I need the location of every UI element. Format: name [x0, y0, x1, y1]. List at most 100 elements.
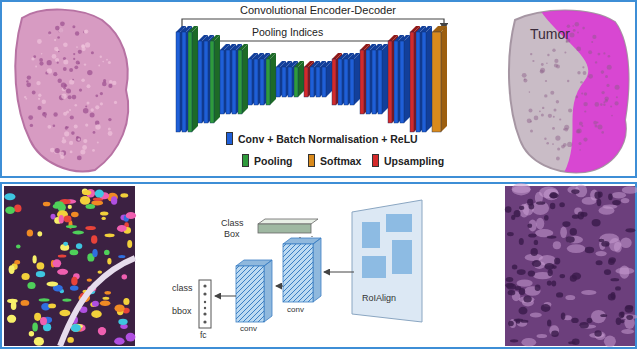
cell-nucleus: [536, 201, 545, 205]
layer-slab: [404, 35, 410, 123]
tissue-speck: [38, 98, 40, 100]
legend-entry: Softmax: [308, 154, 361, 167]
tissue-speck: [611, 115, 613, 117]
nucleus-mask: [53, 204, 60, 209]
cell-nucleus: [608, 259, 615, 265]
tissue-speck: [616, 96, 618, 98]
nuclei-masks: [4, 189, 136, 346]
tissue-speck: [74, 125, 78, 129]
nucleus-mask: [29, 331, 34, 336]
layer-slab: [420, 26, 426, 132]
tissue-speck: [583, 138, 587, 142]
cell-nucleus: [596, 260, 603, 265]
layer-slab: [414, 26, 420, 132]
tissue-speck: [85, 124, 88, 127]
tissue-speck: [63, 60, 68, 65]
tissue-speck: [78, 50, 82, 54]
stroma-patch: [537, 334, 548, 338]
tissue-speck: [554, 59, 558, 63]
nucleus-mask: [27, 282, 35, 289]
layer-slab: [422, 32, 426, 132]
tissue-speck: [523, 79, 527, 83]
flow-arrow: [215, 296, 236, 297]
tissue-speck: [82, 145, 87, 150]
tissue-speck: [103, 79, 106, 82]
tissue-speck: [102, 82, 107, 87]
cell-nucleus: [562, 221, 570, 227]
layer-slab: [186, 26, 192, 132]
cell-nucleus: [550, 203, 556, 209]
layer-slab: [288, 67, 292, 97]
tissue-speck: [75, 104, 78, 107]
tissue-speck: [108, 118, 111, 121]
tissue-speck: [582, 27, 585, 30]
stroma-patch: [565, 295, 575, 300]
layer-slab: [176, 32, 180, 132]
tissue-speck: [37, 106, 41, 110]
stroma-patch: [512, 183, 531, 195]
tissue-speck: [79, 89, 82, 92]
cell-nucleus: [608, 193, 613, 200]
tissue-speck: [63, 42, 68, 47]
layer-slab: [236, 44, 242, 114]
roi-cell: [362, 222, 380, 248]
nucleus-mask: [71, 324, 81, 332]
cell-nucleus: [604, 269, 611, 275]
cell-nucleus: [506, 277, 514, 282]
fc-dots: [203, 284, 206, 323]
tissue-speck: [601, 70, 605, 74]
tissue-speck: [610, 106, 612, 108]
cell-nucleus: [510, 339, 518, 342]
layer-slab: [410, 32, 414, 132]
nucleus-mask: [118, 319, 127, 325]
cell-nucleus: [519, 206, 524, 210]
tissue-speck: [600, 103, 603, 106]
tissue-speck: [577, 32, 579, 34]
cell-nucleus: [516, 319, 521, 323]
stroma-patch: [519, 296, 535, 303]
cell-nucleus: [612, 200, 621, 205]
tissue-speck: [78, 138, 81, 141]
layer-slab: [432, 32, 441, 132]
tissue-speck: [556, 100, 559, 103]
head-box: [258, 219, 318, 224]
tissue-speck: [35, 65, 37, 67]
tissue-speck: [62, 139, 67, 144]
nucleus-mask: [126, 212, 136, 219]
layer-slab: [232, 50, 236, 114]
tissue-speck: [32, 91, 36, 95]
cell-nucleus: [611, 292, 616, 299]
tissue-speck: [570, 33, 575, 38]
nucleus-mask: [32, 323, 38, 332]
legend-swatch: [226, 132, 233, 145]
cell-nucleus: [570, 275, 577, 282]
tissue-speck: [84, 63, 86, 65]
layer-slab: [260, 59, 264, 105]
tissue-speck: [45, 116, 47, 118]
layer-slab: [426, 26, 432, 132]
nucleus-mask: [92, 301, 99, 307]
tissue-speck: [593, 121, 597, 125]
layer-slab: [388, 41, 392, 123]
tissue-speck: [62, 137, 64, 139]
stroma-patch: [621, 198, 629, 203]
tissue-speck: [542, 107, 544, 109]
tissue-speck: [41, 53, 43, 55]
fc-layer: [199, 280, 211, 328]
tissue-speck: [43, 112, 45, 114]
tissue-speck: [73, 58, 75, 60]
layer-slab: [294, 67, 298, 97]
legend-entry: Conv + Batch Normalisation + ReLU: [226, 132, 418, 145]
tissue-speck: [530, 129, 533, 132]
cell-nucleus: [572, 215, 579, 219]
cell-nucleus: [517, 269, 526, 275]
layer-slab: [441, 26, 447, 132]
tissue-speck: [603, 101, 605, 103]
nucleus-mask: [127, 240, 132, 248]
stroma-patch: [612, 192, 626, 199]
stroma-patch: [604, 336, 616, 348]
stroma-patch: [622, 186, 637, 194]
tissue-speck: [584, 110, 586, 112]
layer-slab: [394, 41, 398, 123]
layer-slab: [264, 53, 270, 105]
